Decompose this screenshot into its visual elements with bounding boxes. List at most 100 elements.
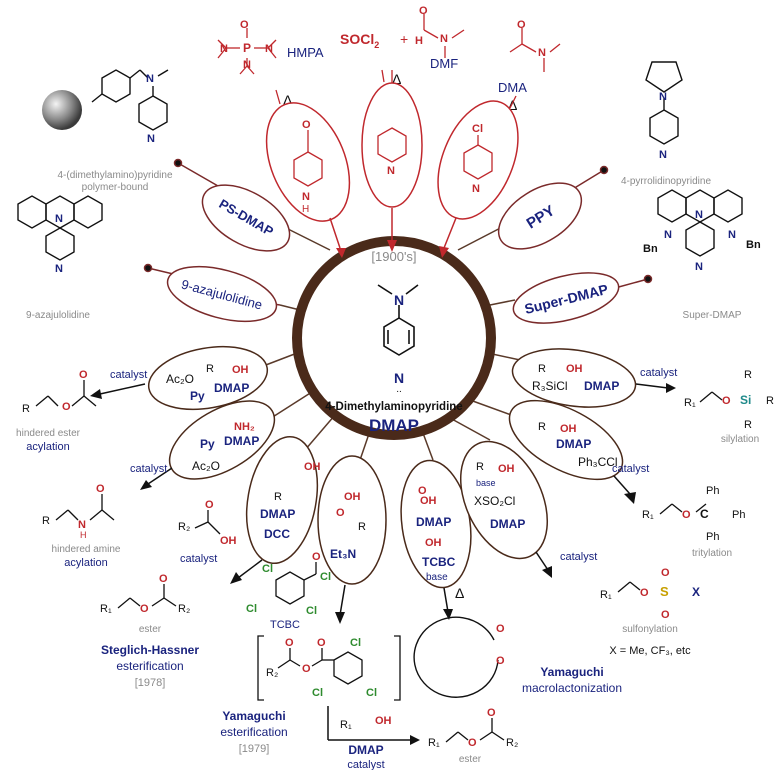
svg-text:O: O	[496, 655, 505, 667]
yamaguchi-year: [1979]	[239, 743, 270, 755]
svg-text:OH: OH	[566, 363, 583, 375]
svg-text:N: N	[664, 229, 672, 241]
svg-text:O: O	[302, 663, 311, 675]
super-dmap-structure	[657, 189, 743, 257]
precursor-pyridine: N	[361, 70, 423, 252]
tritylation-label: tritylation	[692, 548, 732, 559]
super-dmap-node	[512, 272, 620, 324]
precursor-pyridone: O N H	[265, 102, 351, 258]
hmpa-structure	[217, 28, 277, 75]
svg-text:R₃SiCl: R₃SiCl	[532, 379, 568, 393]
svg-text:Cl: Cl	[312, 687, 323, 699]
ph-bottom: Ph	[706, 531, 719, 543]
svg-text:C: C	[700, 507, 709, 521]
macro-title-2: macrolactonization	[522, 681, 622, 695]
svg-text:R₁: R₁	[428, 737, 440, 749]
product-steglich-ester	[117, 584, 177, 609]
svg-text:R₂: R₂	[266, 667, 278, 679]
dma-structure	[509, 28, 561, 72]
svg-text:OH: OH	[232, 364, 249, 376]
tcbc-structure	[275, 562, 317, 605]
node-sulfonylation	[459, 440, 549, 560]
svg-text:N: N	[387, 165, 395, 177]
ph-right: Ph	[732, 509, 745, 521]
svg-text:OH: OH	[560, 423, 577, 435]
delta-1: Δ	[283, 92, 292, 108]
catalyst-acylation-amine: catalyst	[130, 463, 167, 475]
svg-text:O: O	[62, 401, 71, 413]
azajulolidine-caption: 9-azajulolidine	[26, 310, 90, 321]
center-abbr: DMAP	[369, 416, 419, 435]
polymer-bead-icon	[42, 90, 82, 130]
product-sulfonate	[617, 581, 641, 593]
svg-text:N: N	[243, 59, 251, 71]
svg-text:OH: OH	[375, 715, 392, 727]
svg-text:Cl: Cl	[262, 563, 273, 575]
svg-text:N: N	[728, 229, 736, 241]
svg-text:R: R	[274, 491, 282, 503]
delta-3: Δ	[508, 97, 517, 113]
azajulolidine-node	[166, 265, 278, 323]
ph-top: Ph	[706, 485, 719, 497]
azajulolidine-structure	[17, 195, 103, 261]
svg-text:Cl: Cl	[350, 637, 361, 649]
silylation-label: silylation	[721, 434, 759, 445]
svg-text:TCBC: TCBC	[422, 555, 456, 569]
svg-text:N: N	[659, 91, 667, 103]
sulfonylation-label: sulfonylation	[622, 624, 678, 635]
steglich-year: [1978]	[135, 677, 166, 689]
svg-text:O: O	[640, 587, 649, 599]
yamaguchi-catalyst: catalyst	[347, 759, 384, 770]
plus-sign: +	[400, 31, 408, 47]
svg-text:N: N	[146, 73, 154, 85]
svg-text:OH: OH	[344, 491, 361, 503]
yamaguchi-dmap: DMAP	[348, 743, 383, 757]
svg-text:DMAP: DMAP	[260, 507, 295, 521]
svg-text:O: O	[317, 637, 326, 649]
product-silyl	[699, 391, 723, 403]
hindered-amine-label: hindered amine	[52, 544, 121, 555]
svg-text:O: O	[240, 19, 249, 31]
svg-text:R: R	[206, 363, 214, 375]
svg-text:DMAP: DMAP	[490, 517, 525, 531]
macrolactone-ring	[413, 616, 499, 698]
svg-text:R₁: R₁	[340, 719, 352, 731]
socl2-label: SOCl2	[340, 31, 379, 50]
mixed-anhydride	[257, 635, 401, 701]
svg-text:O: O	[419, 5, 428, 17]
node-steglich	[245, 435, 319, 565]
svg-text:O: O	[79, 369, 88, 381]
svg-text:R: R	[358, 521, 366, 533]
dmap-structure	[377, 284, 419, 356]
svg-text:N: N	[302, 191, 310, 203]
svg-text:O: O	[661, 567, 670, 579]
yamaguchi-ester-label: ester	[459, 754, 482, 765]
macro-title-1: Yamaguchi	[540, 665, 603, 679]
svg-text:R₁: R₁	[600, 589, 612, 601]
x-definition: X = Me, CF₃, etc	[609, 645, 691, 657]
svg-text:N: N	[440, 33, 448, 45]
svg-text:O: O	[140, 603, 149, 615]
ps-dmap-node	[201, 184, 291, 252]
product-hindered-ester	[35, 380, 97, 407]
svg-text:O: O	[682, 509, 691, 521]
svg-text:R₁: R₁	[684, 397, 696, 409]
svg-text:N: N	[147, 133, 155, 145]
node-macrolactonization	[400, 459, 472, 589]
svg-text:N: N	[78, 519, 86, 531]
delta-macro: Δ	[455, 585, 464, 601]
catalyst-silylation: catalyst	[640, 367, 677, 379]
svg-text:R: R	[744, 369, 752, 381]
svg-text:S: S	[660, 584, 669, 599]
ps-dmap-caption-2: polymer-bound	[82, 182, 149, 193]
svg-text:R: R	[538, 421, 546, 433]
precursor-chloropyridine: Cl N	[437, 100, 519, 258]
svg-text:O: O	[336, 507, 345, 519]
svg-text:DMAP: DMAP	[224, 434, 259, 448]
svg-text:R: R	[744, 419, 752, 431]
svg-text:DMAP: DMAP	[584, 379, 619, 393]
svg-text:R: R	[22, 403, 30, 415]
svg-text:Cl: Cl	[246, 603, 257, 615]
dmap-n-ring: N	[394, 370, 404, 386]
ppy-structure	[645, 61, 683, 145]
